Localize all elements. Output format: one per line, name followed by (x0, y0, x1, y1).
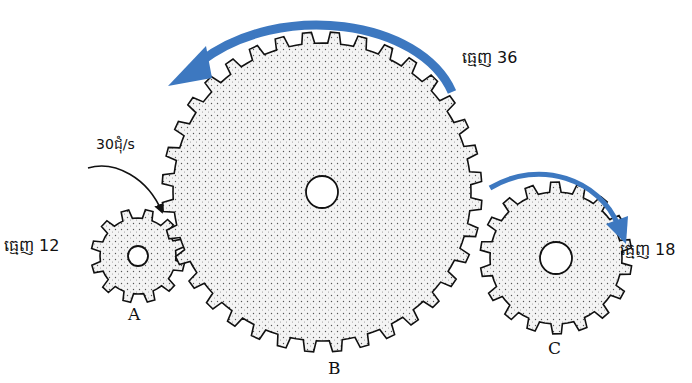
tooth-count: ធ្មេញ 12 (4, 236, 59, 255)
rotation-arrow (200, 25, 452, 92)
gear (162, 32, 482, 352)
gear-name: C (548, 338, 561, 358)
gear (92, 210, 185, 303)
tooth-count: ធ្មេញ 18 (620, 240, 675, 259)
gear-hub (306, 176, 338, 208)
rotation-arrow (490, 174, 618, 225)
gear-name: B (328, 358, 341, 378)
gear-name: A (128, 304, 140, 324)
speed-arrow (88, 166, 162, 212)
speed-label: 30ជុំ/s (96, 136, 135, 153)
gear-hub (540, 242, 572, 274)
tooth-count: ធ្មេញ 36 (462, 48, 517, 67)
arrow-head (168, 46, 212, 86)
arrow-head (606, 216, 628, 244)
gear-hub (128, 246, 148, 266)
